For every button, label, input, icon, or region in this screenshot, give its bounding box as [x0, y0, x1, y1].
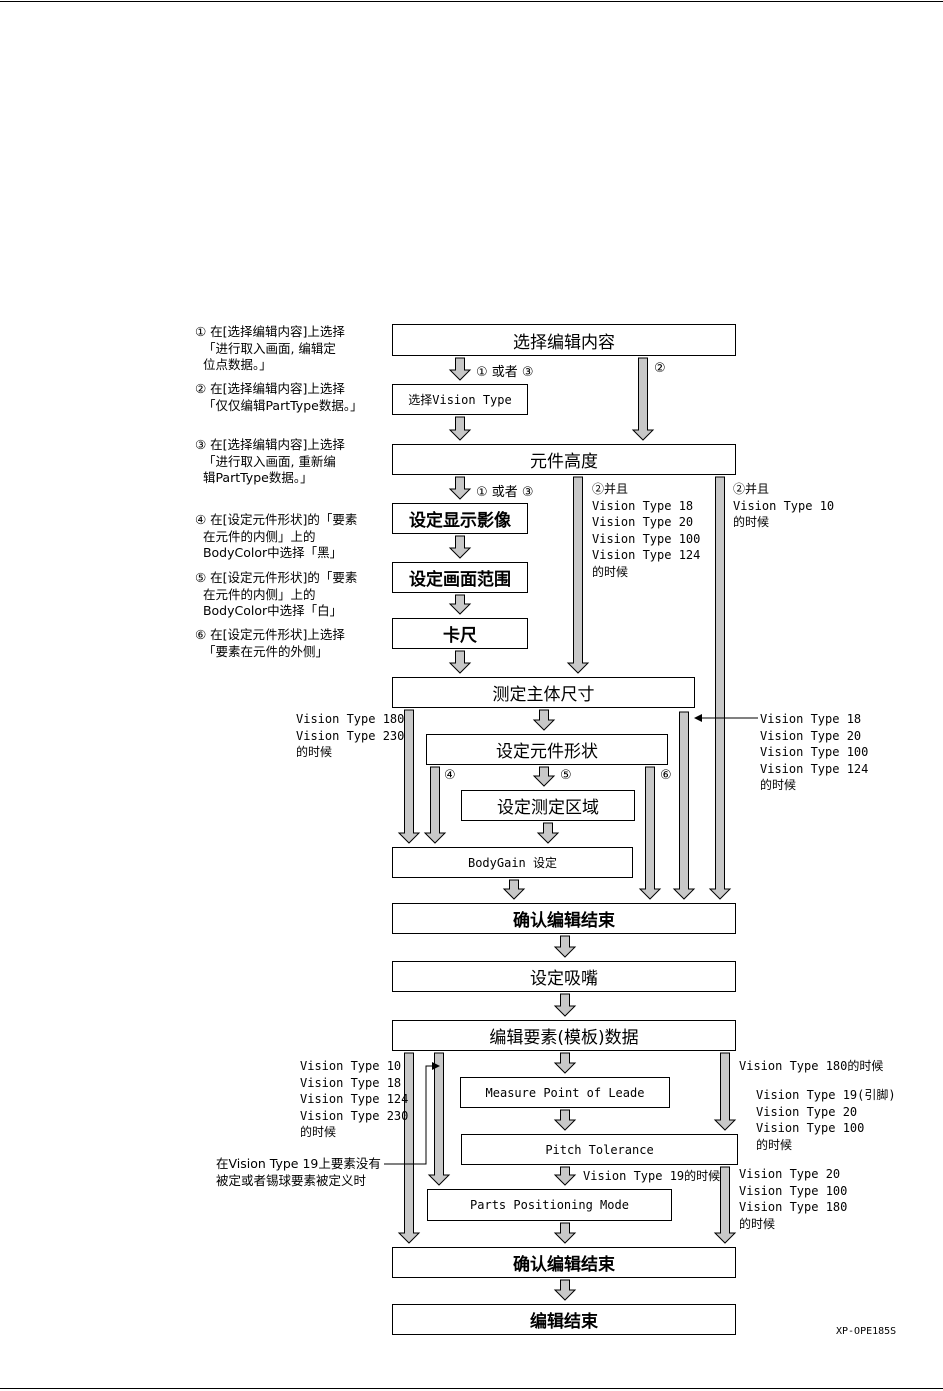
arrow-elements-to-parts-left [427, 1052, 451, 1186]
arrow-shape-to-confirm [638, 766, 662, 900]
arrow-nozzle-to-elements [553, 993, 577, 1017]
label-circle-4: ④ [444, 768, 456, 783]
box-bodygain: BodyGain 设定 [392, 847, 633, 878]
top-rule [0, 1, 943, 2]
label-vt20-180: Vision Type 20 Vision Type 100 Vision Ty… [739, 1167, 848, 1231]
vt19-connector-line [384, 1065, 436, 1165]
arrow-measurepoint-to-pitch [553, 1109, 577, 1131]
vt18-connector-head [694, 714, 702, 722]
box-part-height: 元件高度 [392, 444, 736, 475]
box-measure-body: 测定主体尺寸 [392, 677, 695, 708]
label-and-2-vt18-124: ②并且 Vision Type 18 Vision Type 20 Vision… [592, 482, 701, 579]
arrow-area-to-bodygain [536, 822, 560, 844]
label-vt18-124-right: Vision Type 18 Vision Type 20 Vision Typ… [760, 712, 869, 793]
label-or-1-3-b: ① 或者 ③ [476, 485, 534, 500]
arrow-height-to-display [448, 476, 472, 500]
box-confirm-edit-2: 确认编辑结束 [392, 1247, 736, 1278]
note-2: ② 在[选择编辑内容]上选择 「仅仅编辑PartType数据。」 [195, 381, 363, 413]
label-circle-5: ⑤ [560, 768, 572, 783]
box-set-display-image: 设定显示影像 [392, 503, 528, 534]
box-pitch-tolerance: Pitch Tolerance [461, 1134, 738, 1165]
note-1: ① 在[选择编辑内容]上选择 「进行取入画面, 编辑定 位点数据。」 [195, 324, 345, 372]
label-vt19-only: Vision Type 19的时候 [583, 1169, 721, 1183]
label-vt19-lead: Vision Type 19(引脚) Vision Type 20 Vision… [756, 1088, 896, 1152]
label-vt180-only: Vision Type 180的时候 [739, 1059, 884, 1073]
arrow-measure-to-confirm-long [672, 711, 696, 900]
arrow-pitch-to-confirm2-right [713, 1166, 737, 1244]
note-5: ⑤ 在[设定元件形状]的「要素 在元件的内侧」上的 BodyColor中选择「白… [195, 570, 358, 618]
arrow-shape-to-bodygain [423, 766, 447, 844]
label-circle-6: ⑥ [660, 768, 672, 783]
vt19-connector-head [432, 1062, 440, 1070]
arrow-shape-to-area [532, 766, 556, 787]
arrow-vision-to-height [448, 416, 472, 441]
arrow-confirm-to-nozzle [553, 935, 577, 958]
box-set-nozzle: 设定吸嘴 [392, 961, 736, 992]
figure-id: XP-OPE185S [836, 1326, 897, 1337]
arrow-elements-to-confirm2-left [397, 1052, 421, 1244]
arrow-caliper-to-measure [448, 650, 472, 674]
box-edit-elements: 编辑要素(模板)数据 [392, 1020, 736, 1051]
bodygain-label: BodyGain 设定 [467, 856, 558, 870]
label-vt19-note: 在Vision Type 19上要素没有 被定或者锡球要素被定义时 [216, 1156, 381, 1188]
arrow-elements-to-pitch-right [713, 1052, 737, 1131]
arrow-measure-to-shape [532, 709, 556, 731]
box-set-part-shape: 设定元件形状 [426, 734, 668, 765]
arrow-elements-to-measurepoint [553, 1052, 577, 1074]
box-select-vision-type: 选择Vision Type [392, 384, 528, 415]
label-circle-2: ② [654, 361, 666, 376]
arrow-select-to-height-long [631, 357, 655, 441]
arrow-range-to-caliper [448, 594, 472, 615]
arrow-parts-to-confirm2 [553, 1222, 577, 1244]
label-and-2-vt10: ②并且 Vision Type 10 的时候 [733, 482, 835, 530]
box-measure-point: Measure Point of Leade [460, 1077, 670, 1108]
arrow-display-to-range [448, 535, 472, 559]
bottom-rule [0, 1388, 943, 1389]
box-edit-end: 编辑结束 [392, 1304, 736, 1335]
label-vt10-230: Vision Type 10 Vision Type 18 Vision Typ… [300, 1059, 409, 1140]
arrow-bodygain-to-confirm [502, 879, 526, 900]
note-4: ④ 在[设定元件形状]的「要素 在元件的内侧」上的 BodyColor中选择「黑… [195, 512, 358, 560]
arrow-height-to-confirm-long [708, 476, 732, 900]
arrow-measure-to-bodygain-long [397, 709, 421, 844]
box-confirm-edit-1: 确认编辑结束 [392, 903, 736, 934]
label-vt180-230: Vision Type 180 Vision Type 230 的时候 [296, 712, 405, 760]
arrow-confirm2-to-end [553, 1279, 577, 1301]
note-6: ⑥ 在[设定元件形状]上选择 「要素在元件的外侧」 [195, 627, 345, 659]
arrow-select-to-vision [448, 357, 472, 381]
box-parts-positioning: Parts Positioning Mode [427, 1189, 672, 1221]
box-select-edit: 选择编辑内容 [392, 324, 736, 356]
box-set-screen-range: 设定画面范围 [392, 562, 528, 593]
label-or-1-3-a: ① 或者 ③ [476, 365, 534, 380]
note-3: ③ 在[选择编辑内容]上选择 「进行取入画面, 重新编 辑PartType数据。… [195, 437, 345, 485]
arrow-pitch-to-parts [553, 1166, 577, 1186]
arrow-height-to-measure-long [566, 476, 590, 674]
box-caliper: 卡尺 [392, 618, 528, 649]
box-set-measure-area: 设定测定区域 [461, 790, 635, 821]
